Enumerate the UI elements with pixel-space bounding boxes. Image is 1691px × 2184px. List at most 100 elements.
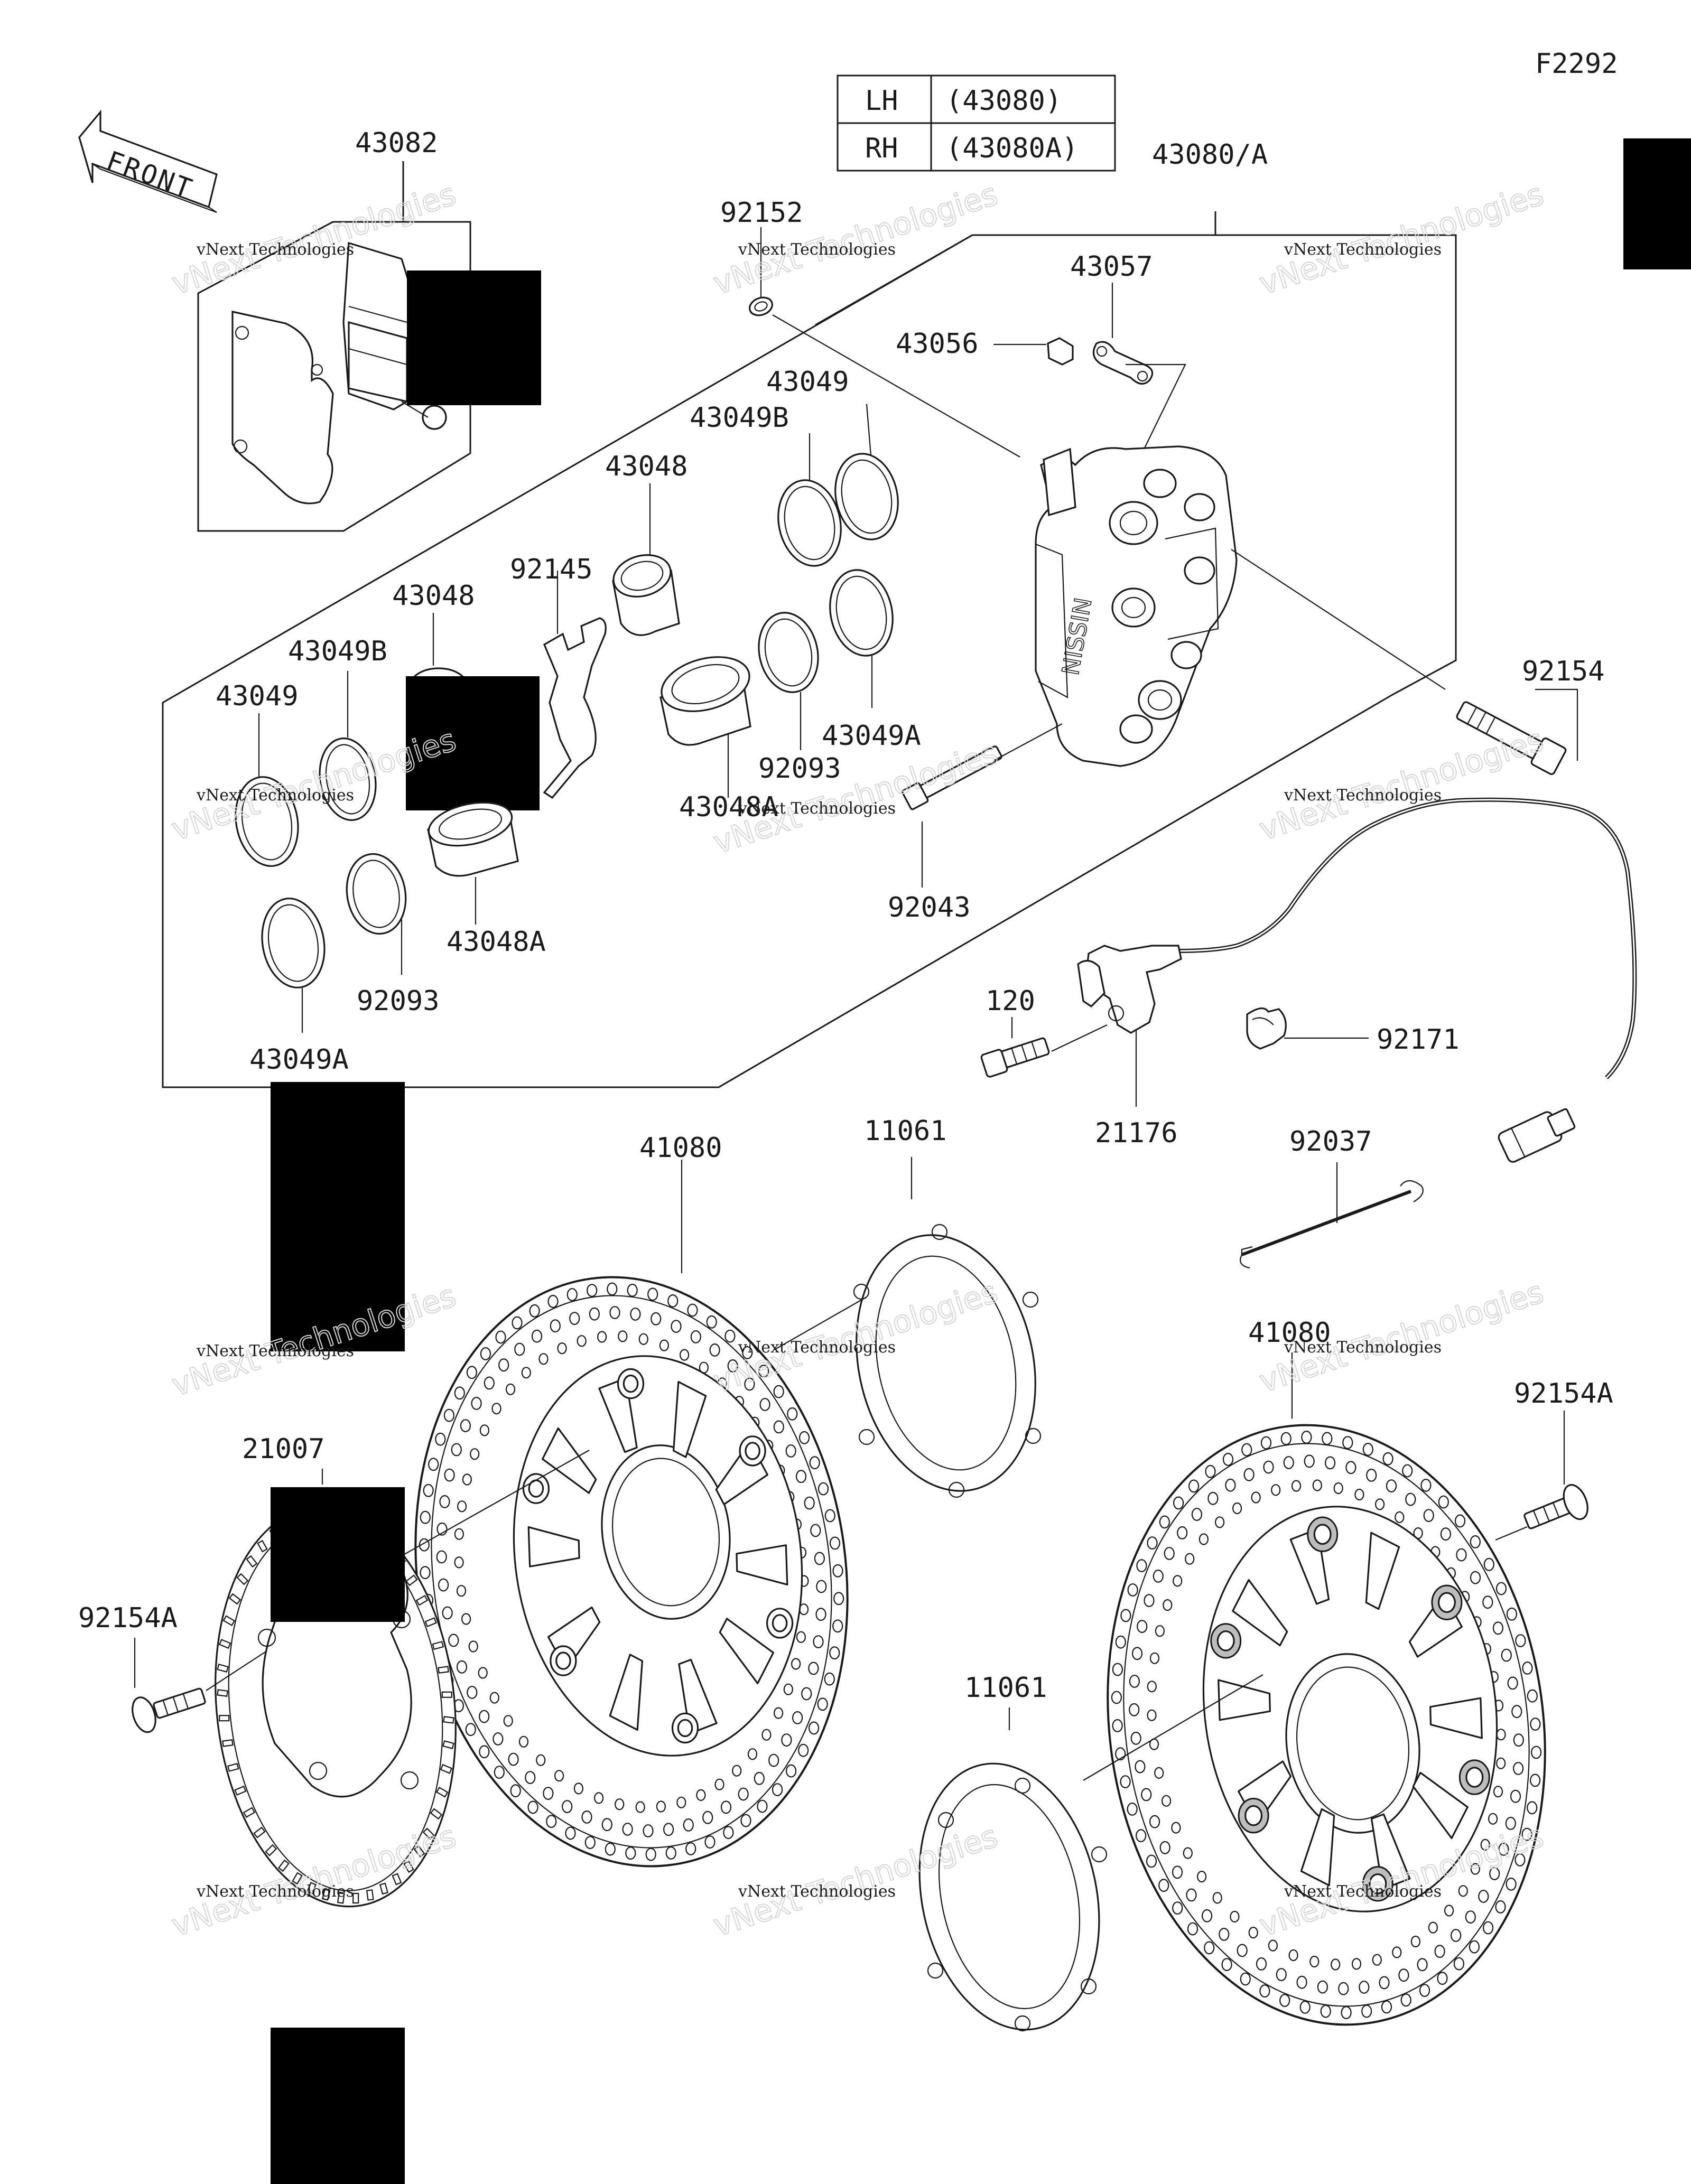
disc-hole xyxy=(744,1377,755,1391)
disc-hole xyxy=(785,1764,797,1778)
disc-hole xyxy=(724,1329,736,1343)
watermark-text: vNext Technologies xyxy=(1284,240,1442,259)
watermark-big: vNext Technologies xyxy=(709,176,1002,302)
disc-hole xyxy=(1154,1767,1164,1779)
disc-hole xyxy=(457,1500,467,1513)
disc-hole xyxy=(1256,1957,1267,1971)
abs-slot xyxy=(243,1807,256,1818)
watermark-big: vNext Technologies xyxy=(1255,722,1548,847)
disc-hole xyxy=(438,1578,449,1592)
disc-hole xyxy=(1120,1775,1131,1789)
disc-hole xyxy=(1136,1559,1147,1573)
disc-hole xyxy=(1345,1461,1356,1474)
carrier-window xyxy=(736,1544,788,1585)
disc-hole xyxy=(1469,1940,1480,1954)
disc-hole xyxy=(462,1473,472,1486)
disc-hole xyxy=(798,1743,809,1757)
disc-hole xyxy=(436,1522,448,1536)
disc-hole xyxy=(1241,1443,1252,1457)
callout-92093-left: 92093 xyxy=(357,985,440,1017)
disc-hole xyxy=(461,1613,471,1625)
callout-120: 120 xyxy=(986,985,1035,1017)
abs-slot xyxy=(228,1593,241,1605)
disc-hole xyxy=(754,1771,765,1785)
abs-slot xyxy=(443,1716,454,1724)
disc-hole xyxy=(451,1443,462,1457)
disc-hole xyxy=(536,1754,546,1766)
callout-43048-top: 43048 xyxy=(605,451,688,482)
callout-43049a-left: 43049A xyxy=(249,1044,349,1076)
disc-hole xyxy=(817,1697,828,1711)
disc-hole xyxy=(443,1408,455,1422)
disc-hole xyxy=(829,1646,840,1660)
disc-hole xyxy=(1513,1762,1524,1775)
disc-hole xyxy=(732,1765,742,1777)
carrier-window xyxy=(672,1381,707,1458)
disc-hole xyxy=(1251,1491,1261,1504)
watermark-text: vNext Technologies xyxy=(1284,786,1442,805)
disc-hole xyxy=(1301,1430,1312,1444)
disc-bolt-hole xyxy=(677,1719,693,1738)
callout-43048a-right: 43048A xyxy=(679,791,778,823)
disc-hole xyxy=(1392,1946,1402,1958)
disc-hole xyxy=(1456,1548,1467,1562)
carrier-window xyxy=(527,1526,580,1567)
disc-hole xyxy=(1495,1900,1506,1914)
abs-slot xyxy=(379,1882,388,1895)
disc-hole xyxy=(554,1770,564,1782)
disc-hole xyxy=(609,1306,620,1319)
carrier-window xyxy=(719,1618,775,1685)
disc-hole xyxy=(809,1456,820,1470)
disc-hole xyxy=(508,1752,519,1766)
abs-slot xyxy=(218,1639,231,1649)
disc-hole xyxy=(584,1836,596,1850)
disc-hole xyxy=(1112,1719,1123,1732)
disc-hole xyxy=(1419,1984,1430,1998)
disc-hole xyxy=(435,1432,446,1446)
disc-hole xyxy=(1395,1511,1405,1523)
disc-hole xyxy=(471,1396,482,1410)
disc-hole xyxy=(1146,1854,1157,1868)
callout-43049-top: 43049 xyxy=(766,366,849,398)
disc-hole xyxy=(643,1824,654,1837)
disc-hole xyxy=(817,1482,829,1496)
disc-hole xyxy=(1212,1892,1222,1904)
watermark-text: vNext Technologies xyxy=(1284,1882,1442,1901)
disc-hole xyxy=(1283,1456,1294,1469)
disc-hole xyxy=(1222,1452,1234,1466)
disc-hole xyxy=(562,1800,573,1814)
disc-hole xyxy=(785,1444,796,1458)
disc-hole xyxy=(454,1528,464,1540)
callout-92154: 92154 xyxy=(1522,656,1605,687)
disc-hole xyxy=(1198,1533,1209,1545)
callout-21007: 21007 xyxy=(242,1433,325,1465)
disc-hole xyxy=(747,1748,758,1760)
disc-hole xyxy=(1221,1958,1232,1972)
disc-hole xyxy=(460,1419,471,1433)
disc-hole xyxy=(810,1524,821,1537)
brake-disc-right: 41080 xyxy=(1083,1317,1546,2026)
disc-hole xyxy=(1428,1921,1438,1934)
abs-slot xyxy=(217,1689,228,1697)
disc-hole xyxy=(1147,1681,1157,1693)
watermark-text: vNext Technologies xyxy=(196,1882,354,1901)
abs-slot xyxy=(236,1573,249,1585)
disc-hole xyxy=(829,1536,841,1550)
abs-slot xyxy=(257,1539,268,1553)
watermark-text: vNext Technologies xyxy=(738,799,896,818)
disc-hole xyxy=(1135,1760,1146,1774)
disc-bolt-hole xyxy=(772,1614,788,1632)
disc-hole xyxy=(1489,1867,1500,1881)
figure-code: F2292 xyxy=(1535,48,1618,80)
disc-hole xyxy=(1515,1634,1526,1648)
watermark-text: vNext Technologies xyxy=(738,240,896,259)
disc-hole xyxy=(1243,1468,1255,1481)
disc-hole xyxy=(1115,1635,1126,1649)
disc-hole xyxy=(1478,1890,1489,1903)
page-corner-tab xyxy=(1623,138,1691,269)
disc-hole xyxy=(1492,1621,1503,1635)
disc-hole xyxy=(514,1342,525,1356)
carrier-window xyxy=(1232,1579,1288,1647)
disc-hole xyxy=(740,1814,751,1827)
disc-hole xyxy=(1506,1607,1517,1621)
